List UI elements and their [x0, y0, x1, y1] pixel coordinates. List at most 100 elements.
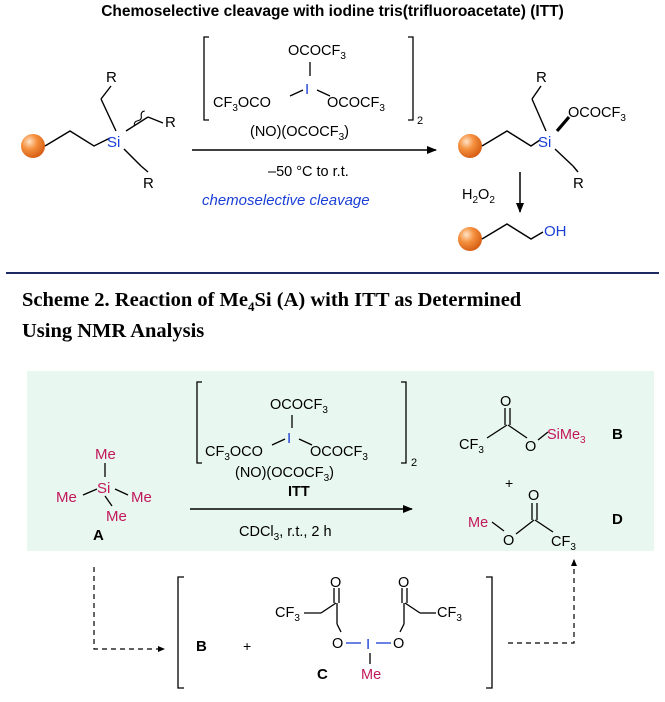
reagent2-nitrosyl: (NO)(OCOCF3)	[235, 465, 334, 484]
product-r-top: R	[536, 69, 547, 86]
linker-bond	[44, 130, 111, 147]
bond	[554, 148, 574, 167]
compound-c-cf3-left: CF3	[275, 605, 300, 624]
compound-c-carbonyl-o-left: O	[330, 575, 341, 591]
bond	[515, 519, 535, 535]
bracket-right	[401, 381, 407, 464]
wedge-bond	[555, 115, 571, 133]
bond	[404, 602, 421, 614]
compound-c-o-left: O	[332, 636, 343, 652]
compound-b-sime3: SiMe3	[547, 427, 586, 446]
bond	[491, 521, 505, 532]
intermediate-plus: +	[243, 638, 251, 654]
compound-d-carbonyl-o: O	[528, 488, 539, 504]
substrate-r-bottom: R	[143, 175, 154, 192]
bond	[147, 116, 164, 124]
solid-support-sphere-icon	[458, 227, 482, 251]
compound-a-me-right: Me	[131, 489, 152, 506]
bond	[289, 89, 304, 97]
compound-d-cf3: CF3	[551, 534, 576, 553]
compound-a-label: A	[93, 527, 104, 544]
reagent2-top-group: OCOCF3	[270, 397, 328, 416]
product-si: Si	[538, 134, 551, 151]
compound-d-me: Me	[468, 515, 488, 531]
solid-support-sphere-icon	[21, 134, 45, 158]
bond	[100, 98, 117, 132]
reagent-nitrosyl: (NO)(OCOCF3)	[250, 124, 349, 143]
reagent2-right-group: OCOCF3	[310, 444, 368, 463]
compound-a-me-left: Me	[56, 489, 77, 506]
compound-a: Me Si Me Me Me A	[56, 446, 152, 544]
reagent2-iodine: I	[287, 430, 291, 447]
compound-a-me-bottom: Me	[106, 508, 127, 525]
compound-b-carbonyl-o: O	[500, 394, 511, 410]
reagent-right-group: OCOCF3	[327, 95, 385, 114]
scheme2-reagent: OCOCF3 I CF3OCO OCOCF3 2 (NO)(OCOCF3) IT…	[196, 381, 417, 500]
compound-b-label: B	[612, 426, 623, 443]
bond	[298, 438, 313, 446]
scheme1-title: Chemoselective cleavage with iodine tris…	[101, 3, 564, 20]
compound-d: Me O O CF3 D	[468, 488, 623, 553]
reagent2-bracket-sub: 2	[411, 457, 417, 469]
scheme1-conditions: –50 °C to r.t.	[268, 164, 349, 180]
bond	[82, 488, 98, 496]
compound-b-cf3: CF3	[459, 437, 484, 456]
bond	[531, 98, 547, 132]
product-r-bottom: R	[573, 175, 584, 192]
reagent2-left-group: CF3OCO	[205, 444, 263, 463]
caption-line1-post: Si (A) with ITT as Determined	[254, 289, 522, 311]
reagent-bracket-sub: 2	[417, 115, 423, 127]
bond	[100, 85, 112, 100]
scheme2-caption: Scheme 2. Reaction of Me4Si (A) with ITT…	[22, 288, 652, 344]
intermediate-group: B + CF3 O O I Me O O CF3 C	[196, 575, 462, 683]
scheme1-note: chemoselective cleavage	[202, 192, 370, 209]
compound-a-me-top: Me	[95, 446, 116, 463]
product-plus: +	[505, 475, 513, 491]
substrate-r-right: R	[165, 114, 176, 131]
bond	[399, 623, 405, 633]
scheme1-final-alcohol: OH	[458, 223, 567, 251]
substrate-r-top: R	[106, 69, 117, 86]
intermediate-bracket-left	[177, 576, 184, 689]
bracket-right	[408, 36, 414, 121]
bond	[336, 623, 342, 633]
scheme1-reagent: OCOCF3 I CF3OCO OCOCF3 2 (NO)(OCOCF3)	[203, 36, 423, 143]
intermediate-bracket-right	[486, 576, 493, 689]
scheme2-conditions: CDCl3, r.t., 2 h	[239, 524, 332, 543]
bond	[114, 488, 129, 496]
bond	[104, 495, 113, 507]
substrate-si: Si	[107, 134, 120, 151]
itt-label: ITT	[288, 484, 310, 500]
bond	[531, 85, 542, 100]
product-ester: OCOCF3	[568, 105, 626, 124]
bond	[316, 89, 331, 97]
cleaved-bond	[125, 116, 149, 132]
compound-c-label: C	[317, 666, 328, 683]
bond	[537, 431, 549, 441]
compound-c-cf3-right: CF3	[437, 605, 462, 624]
reagent-iodine: I	[305, 81, 309, 98]
scheme1-substrate: Si R R R	[21, 69, 176, 192]
scheme2-panel	[27, 371, 654, 551]
wavy-cleavage-icon	[133, 110, 145, 126]
scheme1-product: Si R OCOCF3 R	[458, 69, 626, 192]
section-divider	[6, 272, 659, 274]
bond	[572, 165, 579, 173]
solid-support-sphere-icon	[458, 134, 482, 158]
compound-c-carbonyl-o-right: O	[398, 575, 409, 591]
intermediate-b-label: B	[196, 638, 207, 655]
bond	[140, 165, 149, 173]
bond	[486, 424, 508, 439]
oxidant: H2O2	[462, 187, 495, 206]
dashed-arrow-to-products	[508, 559, 577, 644]
bracket-left	[203, 36, 209, 121]
bond	[271, 438, 286, 446]
compound-b: CF3 O O SiMe3 B	[459, 394, 623, 456]
compound-a-si: Si	[97, 480, 110, 497]
bond	[507, 424, 528, 439]
compound-c-o-right: O	[393, 636, 404, 652]
caption-line1-sub: 4	[248, 299, 255, 315]
caption-line1-pre: Scheme 2. Reaction of Me	[22, 289, 249, 311]
compound-d-label: D	[612, 511, 623, 528]
